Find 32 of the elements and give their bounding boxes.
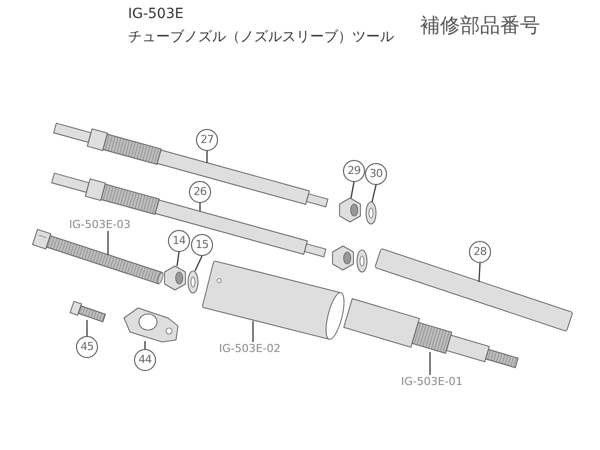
threaded-rod-drawing [51, 172, 326, 258]
leader-line [350, 182, 355, 198]
bolt-drawing [32, 228, 164, 284]
callout-number: 45 [76, 336, 98, 358]
bolt-drawing [70, 300, 106, 322]
leader-line [371, 184, 377, 202]
part-number: IG-503E-02 [219, 342, 281, 355]
leader-line [86, 320, 88, 336]
callout-number: 44 [134, 349, 156, 371]
callout-number: 29 [343, 160, 365, 182]
callout-number: 28 [469, 241, 491, 263]
leader-line [107, 231, 109, 255]
part-number: IG-503E-01 [401, 375, 463, 388]
leader-line [176, 252, 180, 266]
washer-drawing [188, 270, 198, 294]
hex-nut-drawing [339, 198, 361, 222]
hex-nut-drawing [164, 266, 186, 290]
nozzle-sleeve-drawing [343, 298, 519, 368]
leader-line [429, 352, 431, 375]
washer-drawing [366, 202, 376, 224]
leader-line [252, 321, 254, 342]
callout-number: 26 [189, 181, 211, 203]
part-number: IG-503E-03 [69, 218, 131, 231]
tool-title: チューブノズル（ノズルスリーブ）ツール [128, 28, 394, 46]
threaded-rod-drawing [53, 122, 328, 208]
callout-number: 30 [365, 163, 387, 185]
leader-line [206, 151, 208, 163]
block-drawing [124, 308, 178, 342]
leader-line [478, 262, 481, 282]
heading: 補修部品番号 [420, 12, 540, 39]
model-number: IG-503E [128, 6, 184, 22]
leader-line [194, 256, 203, 272]
